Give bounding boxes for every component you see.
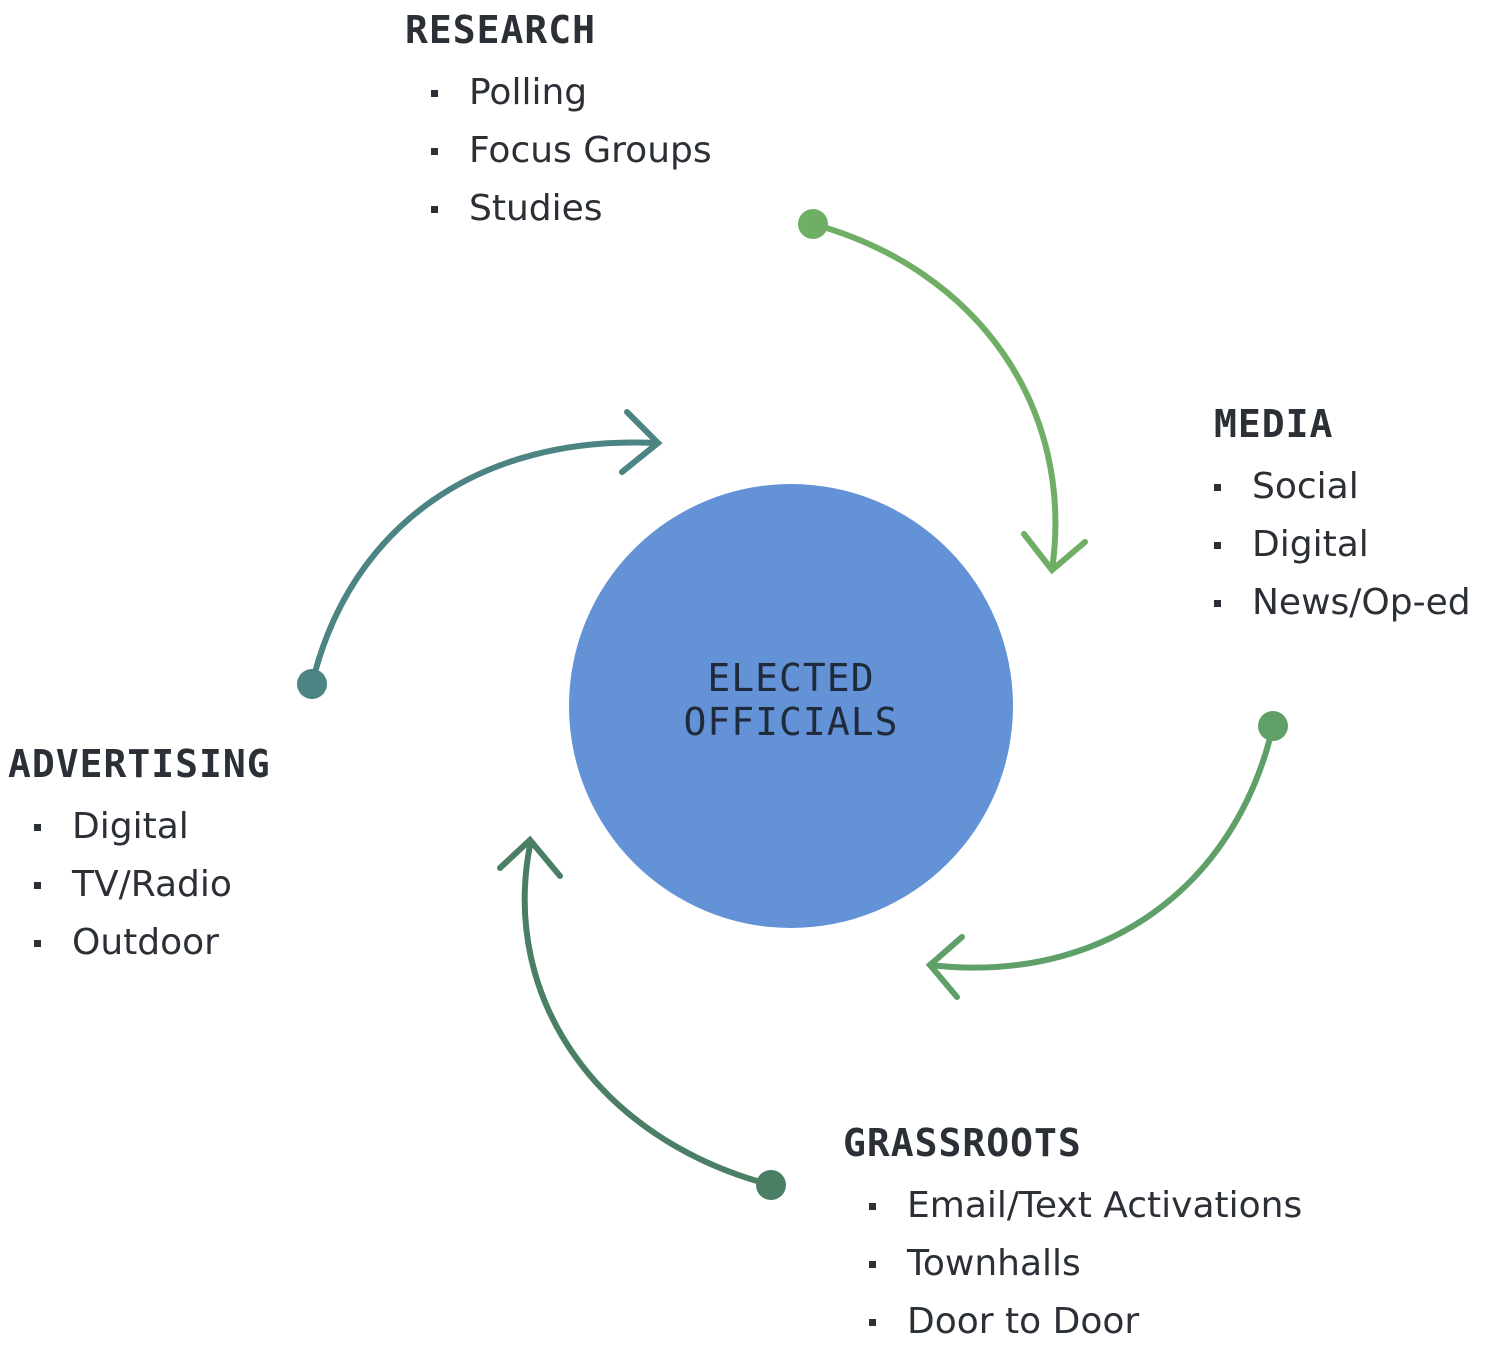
arrow-start-dot: [1258, 711, 1288, 741]
list-item: Polling: [405, 64, 712, 122]
arrow-advertising-to-center: [297, 409, 663, 699]
list-item: Outdoor: [8, 914, 271, 972]
center-circle: [569, 484, 1013, 928]
arrow-head: [925, 934, 965, 1000]
list-item: TV/Radio: [8, 856, 271, 914]
group-title-grassroots: GRASSROOTS: [843, 1121, 1082, 1165]
list-item: Door to Door: [843, 1293, 1302, 1351]
arrow-research-to-media: [798, 209, 1088, 575]
list-item: Digital: [8, 798, 271, 856]
arrow-head: [1021, 531, 1088, 575]
group-title-research: RESEARCH: [405, 8, 597, 52]
list-advertising: Digital TV/Radio Outdoor: [8, 798, 271, 972]
list-item: Townhalls: [843, 1235, 1302, 1293]
list-research: Polling Focus Groups Studies: [405, 64, 712, 238]
list-media: Social Digital News/Op-ed: [1188, 458, 1471, 632]
group-grassroots: GRASSROOTS Email/Text Activations Townha…: [843, 1121, 1302, 1351]
group-title-media: MEDIA: [1214, 402, 1334, 446]
center-label: ELECTED OFFICIALS: [683, 656, 899, 744]
list-item: Social: [1188, 458, 1471, 516]
arrow-grassroots-to-center: [497, 835, 786, 1200]
arrow-curve: [927, 723, 1276, 971]
arrow-head: [497, 835, 563, 879]
arrow-start-dot: [756, 1170, 786, 1200]
list-item: Email/Text Activations: [843, 1177, 1302, 1235]
arrow-curve: [521, 842, 774, 1188]
list-item: Focus Groups: [405, 122, 712, 180]
list-item: Digital: [1188, 516, 1471, 574]
arrow-curve: [309, 439, 658, 687]
arrow-start-dot: [297, 669, 327, 699]
list-item: News/Op-ed: [1188, 574, 1471, 632]
group-title-advertising: ADVERTISING: [8, 742, 271, 786]
group-media: MEDIA Social Digital News/Op-ed: [1213, 402, 1471, 632]
group-advertising: ADVERTISING Digital TV/Radio Outdoor: [8, 742, 271, 972]
arrow-start-dot: [798, 209, 828, 239]
list-grassroots: Email/Text Activations Townhalls Door to…: [843, 1177, 1302, 1351]
list-item: Studies: [405, 180, 712, 238]
arrow-curve: [810, 221, 1059, 573]
group-research: RESEARCH Polling Focus Groups Studies: [405, 8, 712, 238]
arrow-media-to-center: [925, 711, 1288, 1000]
arrow-head: [619, 409, 663, 475]
